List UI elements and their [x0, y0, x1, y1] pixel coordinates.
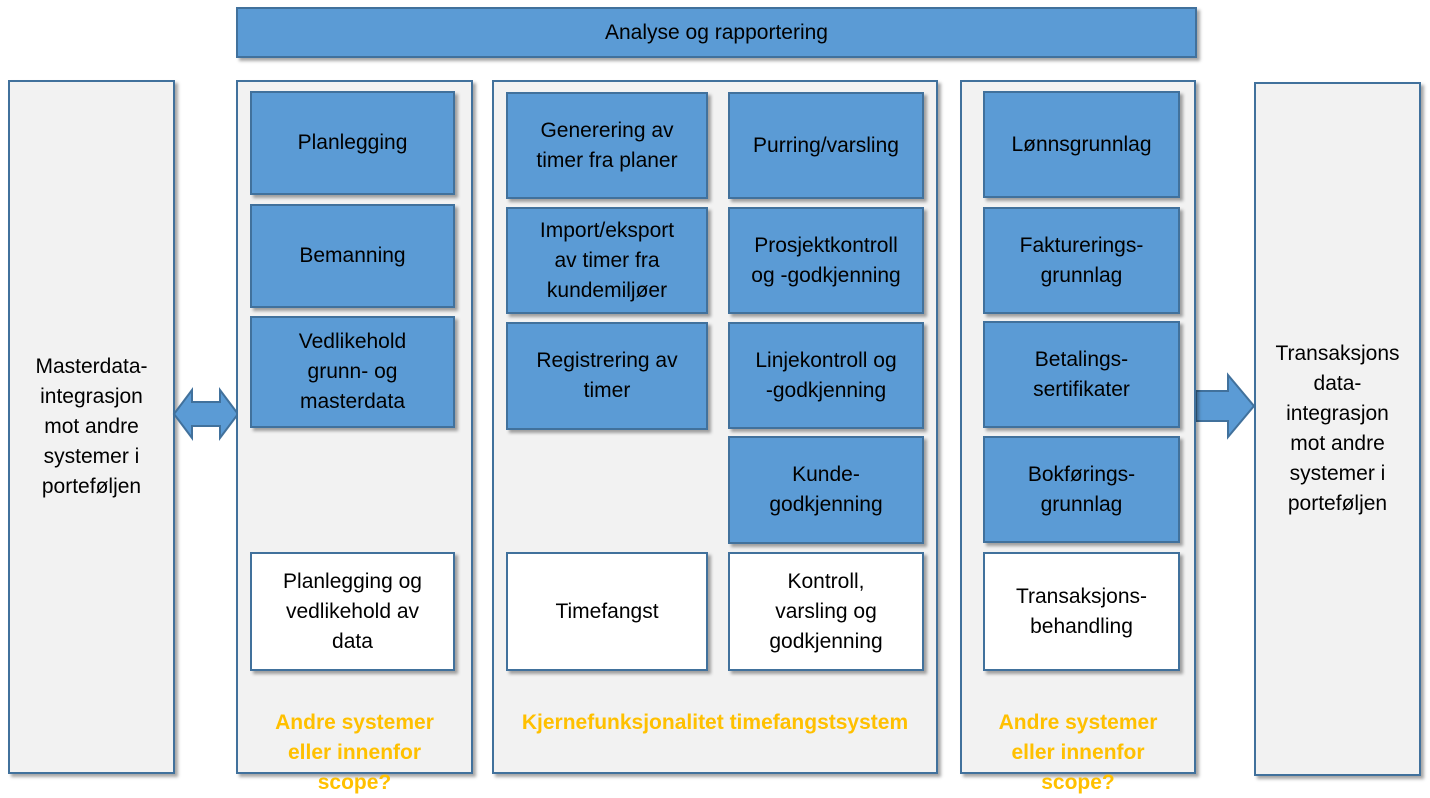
col2-caption-label: Kjernefunksjonalitet timefangstsystem — [521, 711, 909, 734]
col3-footer-box: Transaksjons- behandling — [983, 552, 1180, 671]
col2-caption: Kjernefunksjonalitet timefangstsystem — [492, 708, 938, 738]
right-panel-label: Transaksjons data- integrasjon mot andre… — [1275, 342, 1400, 515]
col3-item-label: Lønnsgrunnlag — [1011, 132, 1152, 156]
col3-item-label: Bokførings- grunnlag — [1027, 462, 1136, 516]
col3-caption: Andre systemer eller innenfor scope? — [960, 678, 1196, 798]
col3-caption-label: Andre systemer eller innenfor scope? — [998, 711, 1158, 794]
col2-left-item: Import/eksport av timer fra kundemiljøer — [506, 207, 708, 314]
col2-left-item: Generering av timer fra planer — [506, 92, 708, 199]
col1-item-label: Planlegging — [297, 131, 408, 154]
col2-left-item-label: Generering av timer fra planer — [536, 118, 678, 172]
col1-caption: Andre systemer eller innenfor scope? — [236, 678, 473, 798]
col1-item: Bemanning — [250, 204, 455, 308]
col1-item-label: Vedlikehold grunn- og masterdata — [298, 330, 407, 413]
col2-right-item-label: Prosjektkontroll og -godkjenning — [751, 233, 901, 287]
col2-footer-left-label: Timefangst — [555, 599, 659, 623]
col3-item: Fakturerings- grunnlag — [983, 207, 1180, 314]
col2-right-item-label: Purring/varsling — [753, 133, 899, 157]
col2-right-item: Purring/varsling — [728, 92, 924, 199]
col2-right-item-label: Linjekontroll og -godkjenning — [755, 348, 897, 402]
right-panel-transaksjon: Transaksjons data- integrasjon mot andre… — [1254, 82, 1421, 776]
col2-left-item-label: Import/eksport av timer fra kundemiljøer — [539, 218, 675, 302]
col2-right-item: Prosjektkontroll og -godkjenning — [728, 207, 924, 314]
top-bar-label: Analyse og rapportering — [605, 20, 828, 44]
col1-item: Planlegging — [250, 91, 455, 195]
left-panel-label: Masterdata- integrasjon mot andre system… — [35, 355, 148, 498]
top-bar-analyse: Analyse og rapportering — [236, 7, 1197, 58]
col3-item-label: Betalings- sertifikater — [1033, 347, 1130, 401]
col3-item: Lønnsgrunnlag — [983, 91, 1180, 198]
col2-left-item-label: Registrering av timer — [536, 349, 678, 402]
right-arrow-icon — [1195, 372, 1256, 440]
col1-footer-label: Planlegging og vedlikehold av data — [283, 569, 422, 653]
col1-item-label: Bemanning — [299, 244, 406, 267]
col3-footer-label: Transaksjons- behandling — [1015, 584, 1148, 638]
left-panel-masterdata: Masterdata- integrasjon mot andre system… — [8, 80, 175, 774]
double-arrow-icon — [172, 387, 240, 441]
col1-footer-box: Planlegging og vedlikehold av data — [250, 552, 455, 671]
col2-footer-left-box: Timefangst — [506, 552, 708, 671]
col2-footer-right-label: Kontroll, varsling og godkjenning — [769, 569, 883, 653]
col2-right-item-label: Kunde- godkjenning — [769, 463, 883, 516]
col1-caption-label: Andre systemer eller innenfor scope? — [275, 711, 434, 794]
col2-footer-right-box: Kontroll, varsling og godkjenning — [728, 552, 924, 671]
col3-item: Betalings- sertifikater — [983, 321, 1180, 428]
col3-item-label: Fakturerings- grunnlag — [1019, 233, 1144, 287]
col2-left-item: Registrering av timer — [506, 322, 708, 430]
col1-item: Vedlikehold grunn- og masterdata — [250, 316, 455, 428]
col2-right-item: Linjekontroll og -godkjenning — [728, 322, 924, 429]
col2-right-item: Kunde- godkjenning — [728, 436, 924, 544]
col3-item: Bokførings- grunnlag — [983, 436, 1180, 543]
